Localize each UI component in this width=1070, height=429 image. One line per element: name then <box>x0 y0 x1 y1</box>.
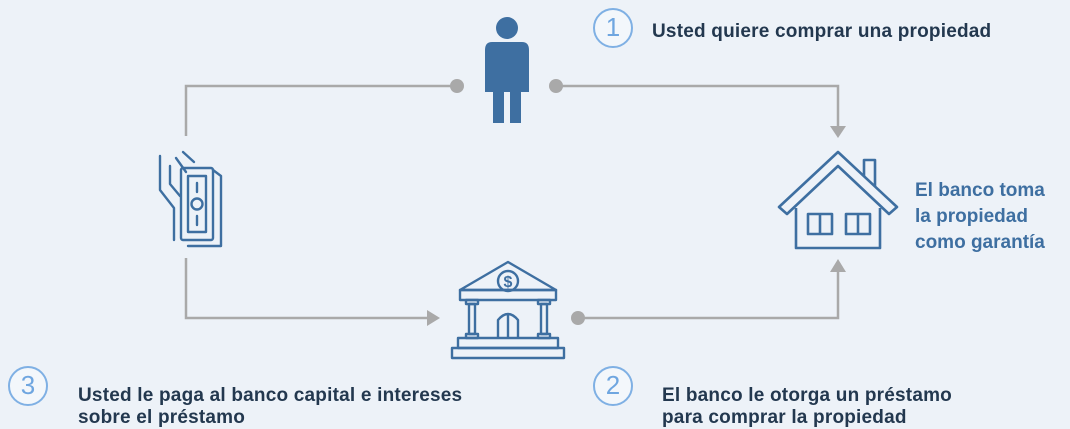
step-3-text: Usted le paga al banco capital e interes… <box>78 385 462 429</box>
connector-person-to-house <box>556 84 840 126</box>
step-3-text-line1: Usted le paga al banco capital e interes… <box>78 385 463 406</box>
step-2-text: El banco le otorga un préstamo para comp… <box>662 385 952 429</box>
dollar-sign-icon: $ <box>504 274 513 291</box>
connector-dot <box>450 79 464 93</box>
guarantee-line3: como garantía <box>915 232 1045 253</box>
guarantee-text: El banco toma la propiedad como garantía <box>915 178 1045 256</box>
step-number-2: 2 <box>593 366 633 406</box>
connector-markers <box>427 79 846 326</box>
step-2-text-line2: para comprar la propiedad <box>662 407 907 428</box>
guarantee-line2: la propiedad <box>915 206 1028 227</box>
hand-money-icon <box>158 150 223 248</box>
arrow-down-icon <box>830 126 846 138</box>
arrow-up-icon <box>830 259 846 272</box>
connector-hand-to-person <box>184 84 457 136</box>
house-icon <box>777 150 899 250</box>
step-3-text-line2: sobre el préstamo <box>78 407 246 428</box>
step-2-text-line1: El banco le otorga un préstamo <box>662 385 952 406</box>
arrow-right-icon <box>427 310 440 326</box>
connector-dot <box>571 311 585 325</box>
connector-hand-to-bank <box>184 258 427 320</box>
connector-dot <box>549 79 563 93</box>
connectors <box>184 84 840 320</box>
person-icon <box>485 17 529 123</box>
step-1-text: Usted quiere comprar una propiedad <box>652 21 992 42</box>
connector-bank-to-house <box>578 272 840 320</box>
step-number-3: 3 <box>8 366 48 406</box>
step-number-1: 1 <box>593 8 633 48</box>
bank-icon <box>450 260 566 360</box>
guarantee-line1: El banco toma <box>915 180 1045 201</box>
